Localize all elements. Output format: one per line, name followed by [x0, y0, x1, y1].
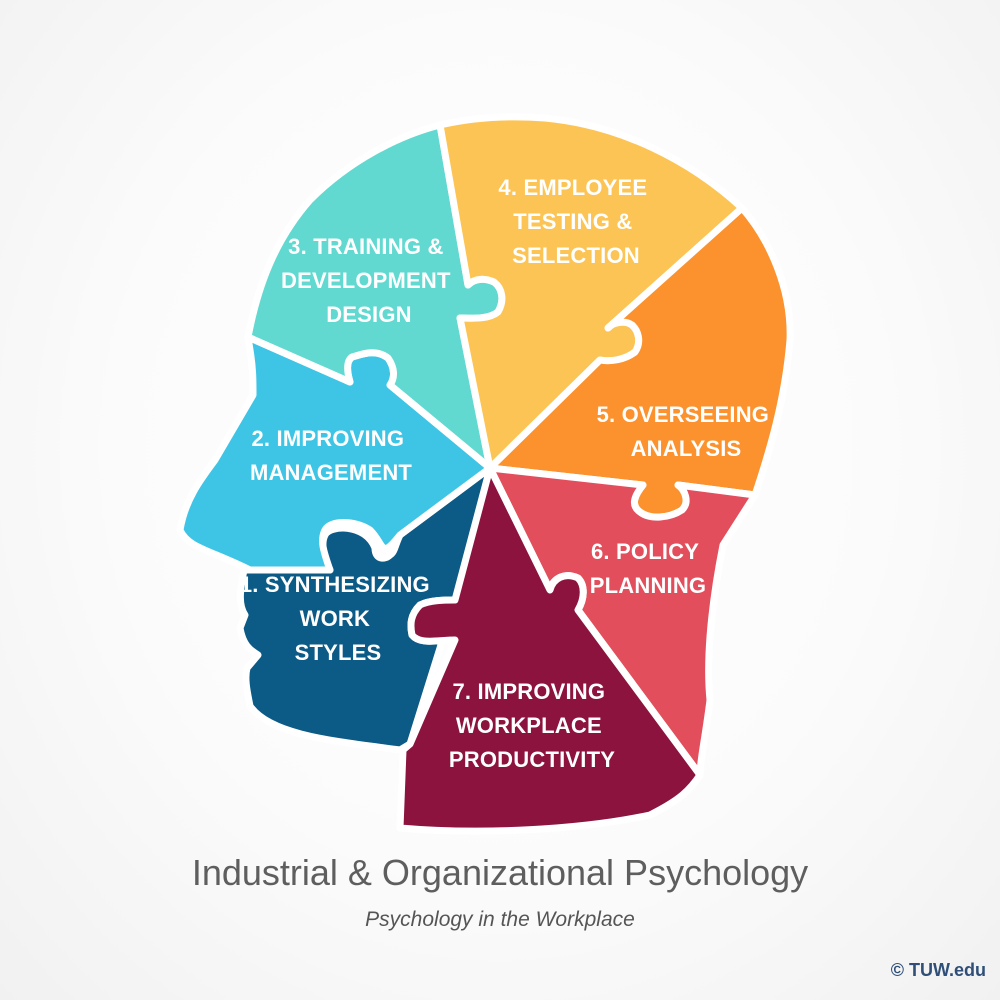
piece-label-3: 3. TRAINING & DEVELOPMENT DESIGN	[281, 234, 457, 327]
main-title: Industrial & Organizational Psychology	[191, 852, 809, 893]
piece-5-line-1: 5. OVERSEEING	[597, 402, 770, 427]
puzzle-piece-7	[396, 464, 704, 835]
subtitle: Psychology in the Workplace	[365, 908, 635, 931]
piece-6-line-1: 6. POLICY	[591, 539, 699, 564]
piece-2-line-1: 2. IMPROVING	[251, 426, 404, 451]
piece-label-2: 2. IMPROVING MANAGEMENT	[250, 426, 412, 485]
piece-4-line-2: TESTING &	[513, 209, 632, 234]
piece-label-7: 7. IMPROVING WORKPLACE PRODUCTIVITY	[449, 679, 615, 772]
piece-3-line-1: 3. TRAINING &	[288, 234, 443, 259]
piece-7-line-1: 7. IMPROVING	[452, 679, 605, 704]
piece-label-1: 1. SYNTHESIZING WORK STYLES	[240, 572, 436, 665]
piece-2-line-2: MANAGEMENT	[250, 460, 412, 485]
piece-labels: 1. SYNTHESIZING WORK STYLES 2. IMPROVING…	[240, 175, 776, 772]
piece-5-line-2: ANALYSIS	[631, 436, 742, 461]
piece-3-line-2: DEVELOPMENT	[281, 268, 451, 293]
head-puzzle-pieces	[176, 113, 794, 835]
piece-6-line-2: PLANNING	[590, 573, 707, 598]
piece-label-6: 6. POLICY PLANNING	[590, 539, 707, 598]
piece-7-line-2: WORKPLACE	[456, 713, 602, 738]
piece-7-line-3: PRODUCTIVITY	[449, 747, 615, 772]
piece-3-line-3: DESIGN	[326, 302, 412, 327]
piece-4-line-3: SELECTION	[512, 243, 640, 268]
piece-1-line-1: 1. SYNTHESIZING	[240, 572, 430, 597]
piece-4-line-1: 4. EMPLOYEE	[498, 175, 647, 200]
copyright-credit: © TUW.edu	[890, 960, 986, 980]
piece-label-4: 4. EMPLOYEE TESTING & SELECTION	[498, 175, 653, 268]
piece-1-line-2: WORK	[300, 606, 370, 631]
piece-label-5: 5. OVERSEEING ANALYSIS	[597, 402, 776, 461]
piece-1-line-3: STYLES	[295, 640, 382, 665]
